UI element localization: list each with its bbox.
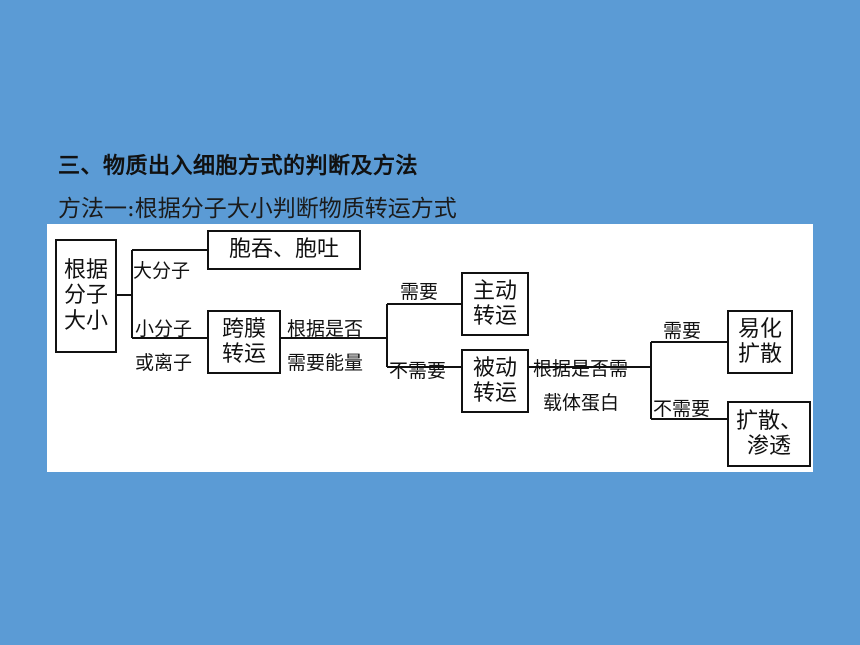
ion-label: 或离子 (135, 352, 193, 374)
carrier-criterion-label-1: 根据是否需 (533, 358, 629, 380)
no-carrier-label: 不需要 (653, 398, 711, 420)
method-subheading: 方法一:根据分子大小判断物质转运方式 (58, 196, 457, 222)
energy-criterion-label-2: 需要能量 (287, 352, 364, 374)
needs-carrier-label: 需要 (663, 320, 702, 342)
energy-criterion-label-1: 根据是否 (287, 318, 364, 340)
transmembrane-node: 跨膜 转运 (207, 310, 281, 374)
classification-diagram: 根据 分子 大小 大分子 胞吞、胞吐 小分子 或离子 跨膜 转运 根据是否 需要… (47, 224, 813, 472)
small-molecule-label: 小分子 (135, 318, 193, 340)
carrier-criterion-label-2: 载体蛋白 (543, 392, 620, 414)
section-heading: 三、物质出入细胞方式的判断及方法 (58, 154, 419, 179)
connector-lines (117, 249, 727, 420)
large-molecule-label: 大分子 (133, 260, 191, 282)
no-energy-label: 不需要 (389, 360, 447, 382)
facilitated-diffusion-node: 易化 扩散 (727, 310, 793, 374)
active-transport-node: 主动 转运 (461, 272, 529, 336)
diffusion-osmosis-node: 扩散、 渗透 (727, 401, 811, 467)
needs-energy-label: 需要 (400, 281, 439, 303)
root-node: 根据 分子 大小 (55, 239, 117, 353)
passive-transport-node: 被动 转运 (461, 349, 529, 413)
endocytosis-exocytosis-node: 胞吞、胞吐 (207, 230, 361, 270)
